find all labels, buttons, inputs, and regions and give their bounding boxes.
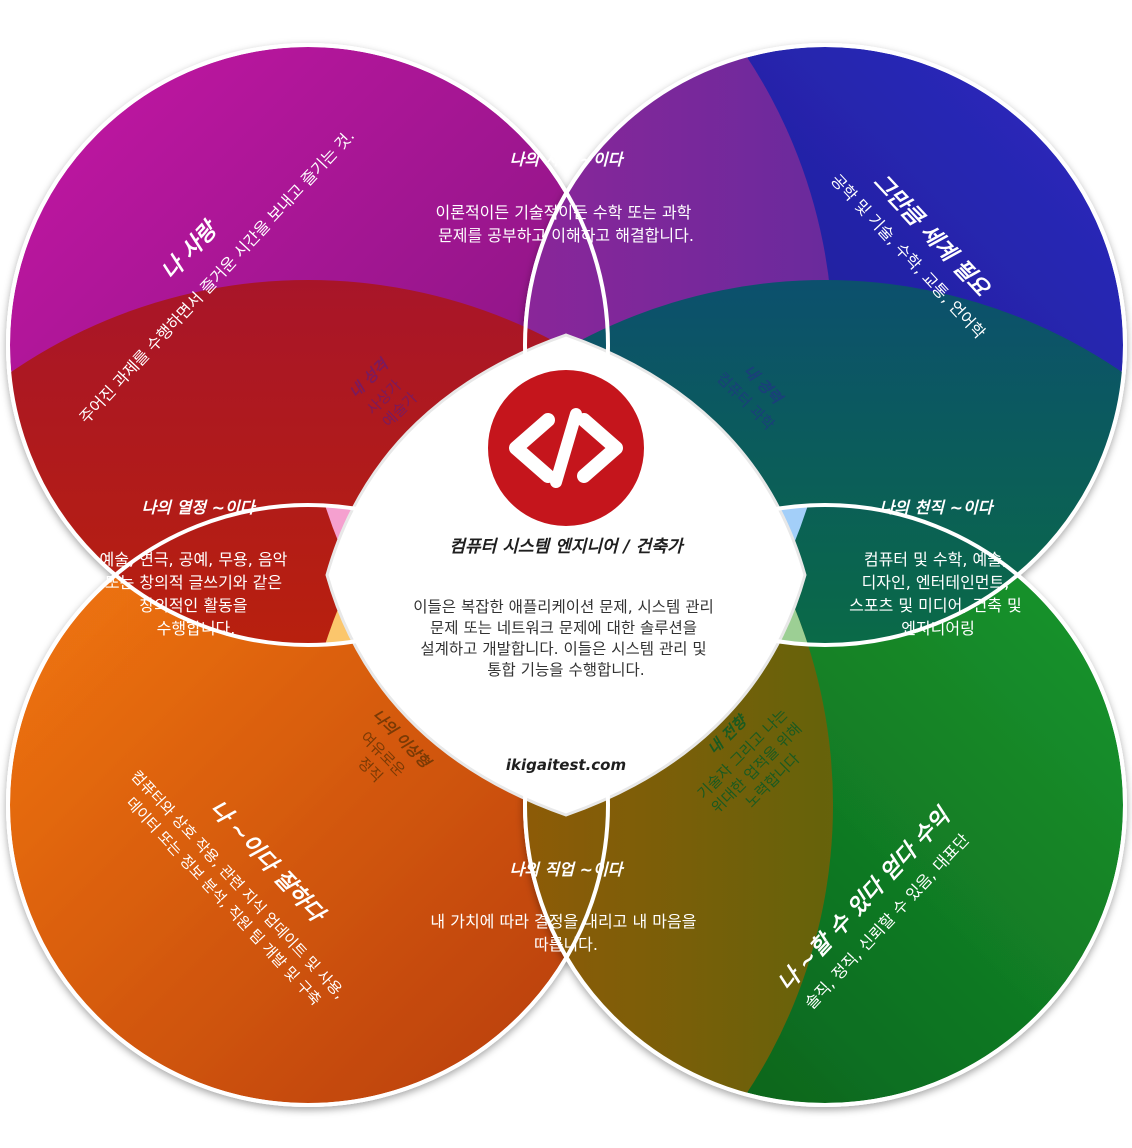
center-title: 컴퓨터 시스템 엔지니어 / 건축가 bbox=[449, 537, 685, 557]
profession-text-line: 따릅니다. bbox=[534, 935, 598, 954]
center-description-line: 문제 또는 네트워크 문제에 대한 솔루션을 bbox=[430, 619, 697, 637]
passion-text: 예술, 연극, 공예, 무용, 음악 또는 창의적 글쓰기와 같은 창의적인 활… bbox=[100, 550, 293, 638]
passion-text-line: 예술, 연극, 공예, 무용, 음악 bbox=[100, 550, 288, 569]
center-description-line: 통합 기능을 수행합니다. bbox=[487, 661, 644, 679]
vocation-text: 컴퓨터 및 수학, 예술, 디자인, 엔터테인먼트, 스포츠 및 미디어, 건축… bbox=[849, 550, 1027, 638]
center-description-line: 이들은 복잡한 애플리케이션 문제, 시스템 관리 bbox=[413, 598, 714, 616]
code-icon bbox=[484, 366, 648, 530]
center-description-line: 설계하고 개발합니다. 이들은 시스템 관리 및 bbox=[420, 640, 706, 658]
passion-text-line: 또는 창의적 글쓰기와 같은 bbox=[105, 573, 282, 592]
center-lens bbox=[325, 333, 807, 817]
mission-title: 나의 사명 ~이다 bbox=[510, 150, 625, 169]
mission-text-line: 이론적이든 기술적이든 수학 또는 과학 bbox=[436, 203, 692, 222]
passion-title: 나의 열정 ~이다 bbox=[142, 498, 257, 517]
circle-outlines bbox=[6, 43, 1127, 1107]
vocation-text-line: 컴퓨터 및 수학, 예술, bbox=[864, 550, 1007, 569]
profession-text: 내 가치에 따라 결정을 내리고 내 마음을 따릅니다. bbox=[430, 912, 701, 954]
passion-text-line: 창의적인 활동을 bbox=[139, 596, 247, 615]
passion-text-line: 수행합니다. bbox=[157, 619, 236, 638]
vocation-text-line: 엔지니어링 bbox=[901, 619, 975, 638]
vocation-text-line: 스포츠 및 미디어, 건축 및 bbox=[849, 596, 1022, 615]
profession-title: 나의 직업 ~이다 bbox=[510, 860, 625, 879]
mission-text: 이론적이든 기술적이든 수학 또는 과학 문제를 공부하고 이해하고 해결합니다… bbox=[436, 203, 697, 245]
mission-text-line: 문제를 공부하고 이해하고 해결합니다. bbox=[438, 226, 694, 245]
website-label: ikigaitest.com bbox=[506, 756, 626, 774]
center-description: 이들은 복잡한 애플리케이션 문제, 시스템 관리 문제 또는 네트워크 문제에… bbox=[413, 598, 718, 679]
vocation-title: 나의 천직 ~이다 bbox=[880, 498, 995, 517]
profession-text-line: 내 가치에 따라 결정을 내리고 내 마음을 bbox=[430, 912, 696, 931]
vocation-text-line: 디자인, 엔터테인먼트, bbox=[862, 573, 1010, 592]
